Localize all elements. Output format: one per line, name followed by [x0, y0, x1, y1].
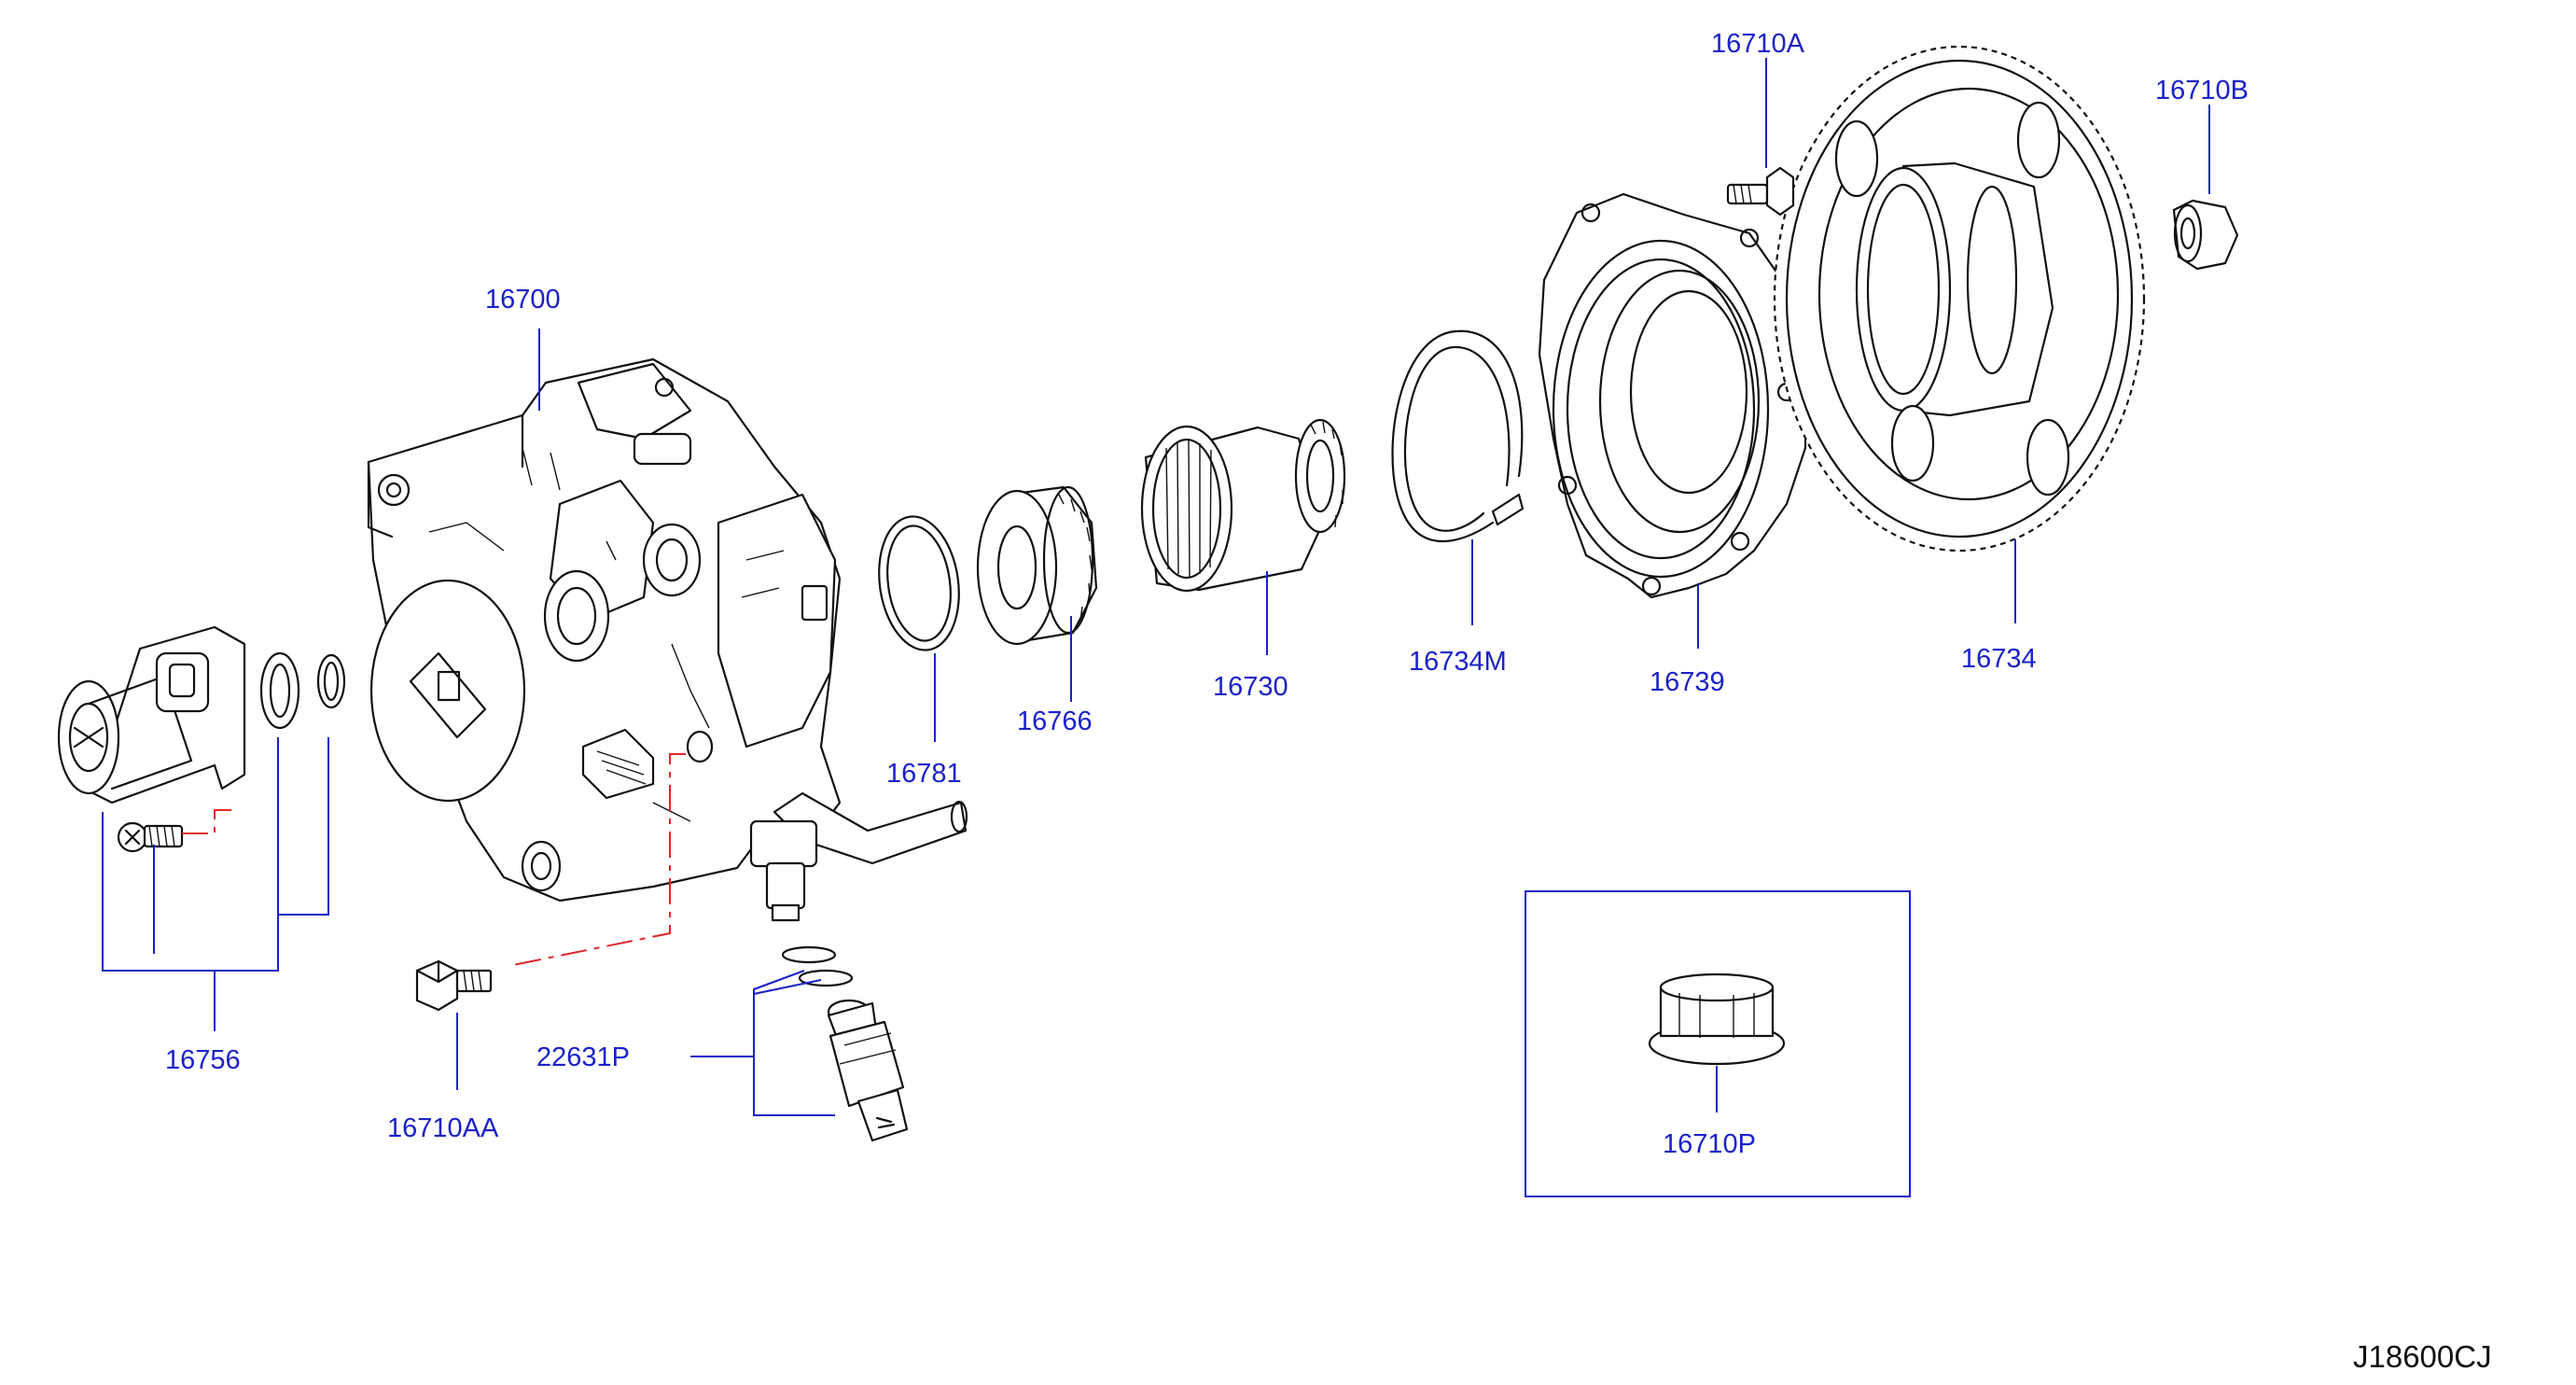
label-16781[interactable]: 16781: [886, 759, 962, 789]
part-16710P-cap[interactable]: [1648, 972, 1786, 1066]
part-16734M-snap-ring[interactable]: [1391, 329, 1525, 542]
part-16710A-bolt[interactable]: [1726, 166, 1795, 217]
part-16781-o-ring[interactable]: [870, 511, 967, 655]
label-16766[interactable]: 16766: [1017, 706, 1093, 736]
label-16739[interactable]: 16739: [1650, 667, 1725, 697]
label-16756[interactable]: 16756: [165, 1045, 241, 1075]
label-22631P[interactable]: 22631P: [536, 1042, 630, 1072]
label-16710A[interactable]: 16710A: [1711, 29, 1805, 59]
part-16734-gear[interactable]: [1773, 45, 2146, 553]
label-16700[interactable]: 16700: [485, 285, 561, 315]
part-16739-housing[interactable]: [1538, 192, 1807, 599]
part-16710B-nut[interactable]: [2172, 199, 2239, 271]
part-16700-fuel-pump[interactable]: [367, 357, 968, 922]
label-16710B[interactable]: 16710B: [2155, 76, 2249, 105]
label-16734[interactable]: 16734: [1961, 644, 2037, 674]
part-22631P-sensor[interactable]: [781, 945, 909, 1142]
diagram-id: J18600CJ: [2353, 1339, 2492, 1374]
detail-box-16710P: [1525, 890, 1911, 1197]
label-16710AA[interactable]: 16710AA: [387, 1113, 499, 1143]
label-16710P[interactable]: 16710P: [1663, 1129, 1756, 1159]
part-16730-coupling[interactable]: [1140, 418, 1346, 593]
part-16710AA-bolt[interactable]: [415, 959, 493, 1012]
part-16766-bearing[interactable]: [976, 485, 1098, 646]
part-16756-solenoid-valve[interactable]: [57, 625, 346, 853]
label-16734M[interactable]: 16734M: [1409, 647, 1507, 677]
label-16730[interactable]: 16730: [1213, 672, 1288, 702]
